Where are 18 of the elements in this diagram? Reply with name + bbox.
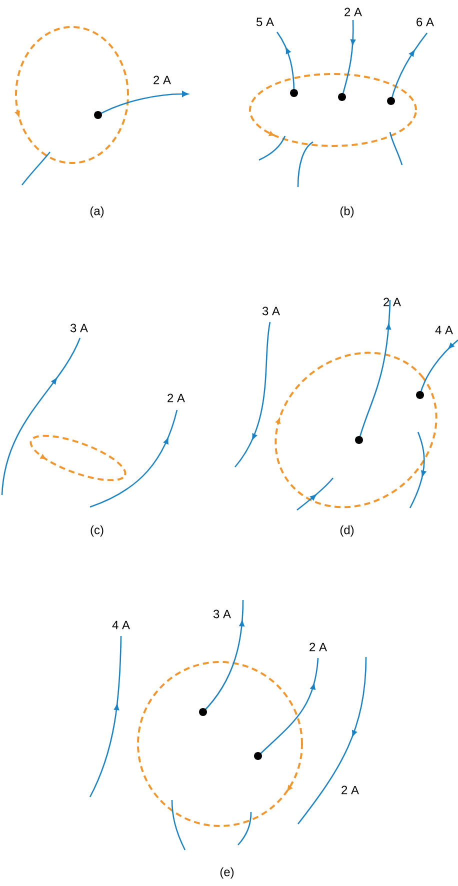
panel-label: (b) bbox=[340, 206, 354, 218]
current-label: 2 A bbox=[310, 642, 327, 652]
current-label: 4 A bbox=[112, 620, 130, 630]
current-label: 2 A bbox=[344, 8, 362, 16]
panel-label: (e) bbox=[220, 867, 234, 879]
current-label: 6 A bbox=[416, 18, 434, 26]
current-label: 2 A bbox=[154, 76, 171, 84]
panel-label: (d) bbox=[340, 525, 354, 537]
current-label: 2 A bbox=[384, 298, 401, 306]
current-label: 3 A bbox=[70, 324, 88, 332]
panel-label: (a) bbox=[90, 206, 104, 218]
current-label: 3 A bbox=[213, 610, 231, 618]
current-label: 2 A bbox=[342, 786, 359, 794]
current-label: 5 A bbox=[256, 18, 274, 26]
current-label: 3 A bbox=[262, 306, 280, 316]
current-label: 2 A bbox=[168, 394, 185, 402]
current-label: 4 A bbox=[435, 326, 453, 334]
panel-label: (c) bbox=[90, 525, 104, 537]
